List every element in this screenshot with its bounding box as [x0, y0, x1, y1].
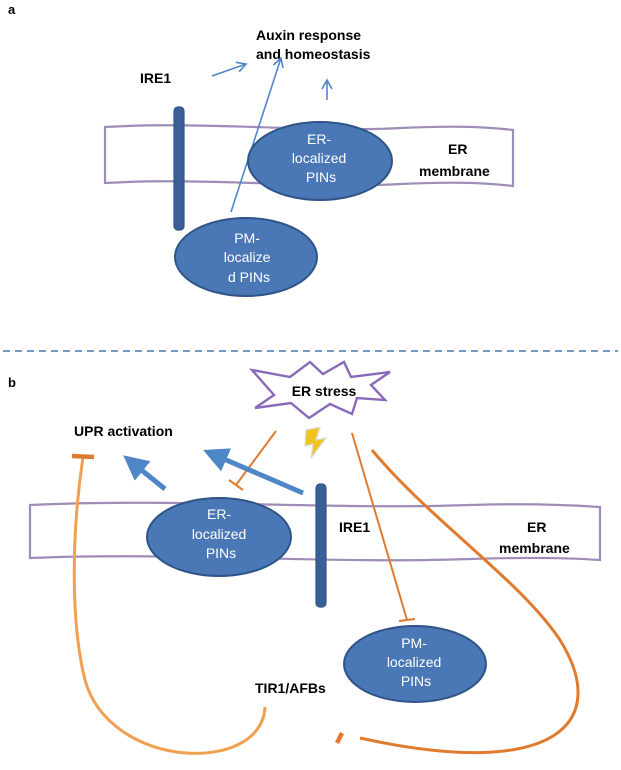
er-pins-to-upr-arrow	[123, 455, 167, 491]
er-membrane-label-a: ER membrane	[419, 141, 490, 179]
er-pins-label-a: ER- localized PINs	[292, 131, 350, 185]
stress-to-tir1-inhibition-bar	[334, 731, 345, 745]
pm-pins-to-auxin-arrow	[230, 56, 284, 213]
ire1-protein-a	[173, 106, 185, 231]
er-localized-pins-a	[247, 121, 393, 201]
auxin-response-label: Auxin response and homeostasis	[256, 27, 371, 62]
er-stress-burst-icon	[248, 360, 391, 420]
pm-pins-label-a: PM- localize d PINs	[224, 230, 275, 285]
stress-to-tir1-inhibition	[359, 449, 580, 754]
ire1-to-auxin-arrow	[211, 61, 248, 77]
stress-to-pm-pins-inhibition-bar	[398, 618, 416, 622]
pm-localized-pins-a	[174, 217, 318, 297]
er-localized-pins-b	[146, 497, 292, 577]
er-membrane-label-b: ER membrane	[499, 519, 570, 556]
tir1-inhibition-line	[72, 456, 267, 755]
tir1-inhibition-bar	[71, 453, 95, 460]
panel-b: b ER stress UPR activation ER membrane	[8, 360, 602, 755]
er-stress-label: ER stress	[292, 383, 357, 399]
er-pins-label-b: ER- localized PINs	[192, 506, 250, 561]
ire1-to-upr-arrow	[203, 448, 304, 496]
pm-localized-pins-b	[343, 625, 487, 703]
tir1-afbs-label: TIR1/AFBs	[255, 680, 326, 696]
lightning-bolt-icon	[304, 426, 328, 459]
stress-to-er-pins-inhibition-bar	[228, 479, 244, 491]
stress-to-er-pins-inhibition	[235, 430, 277, 486]
upr-activation-label: UPR activation	[74, 423, 173, 439]
pm-pins-label-b: PM- localized PINs	[387, 635, 445, 689]
panel-b-label: b	[8, 375, 16, 390]
stress-to-pm-pins-inhibition	[351, 432, 408, 621]
ire1-protein-b	[315, 483, 327, 608]
panel-a: a ER membrane IRE1 Auxin response and ho…	[8, 2, 515, 297]
panel-a-label: a	[8, 2, 16, 17]
ire1-label-a: IRE1	[140, 70, 171, 86]
ire1-label-b: IRE1	[339, 519, 370, 535]
